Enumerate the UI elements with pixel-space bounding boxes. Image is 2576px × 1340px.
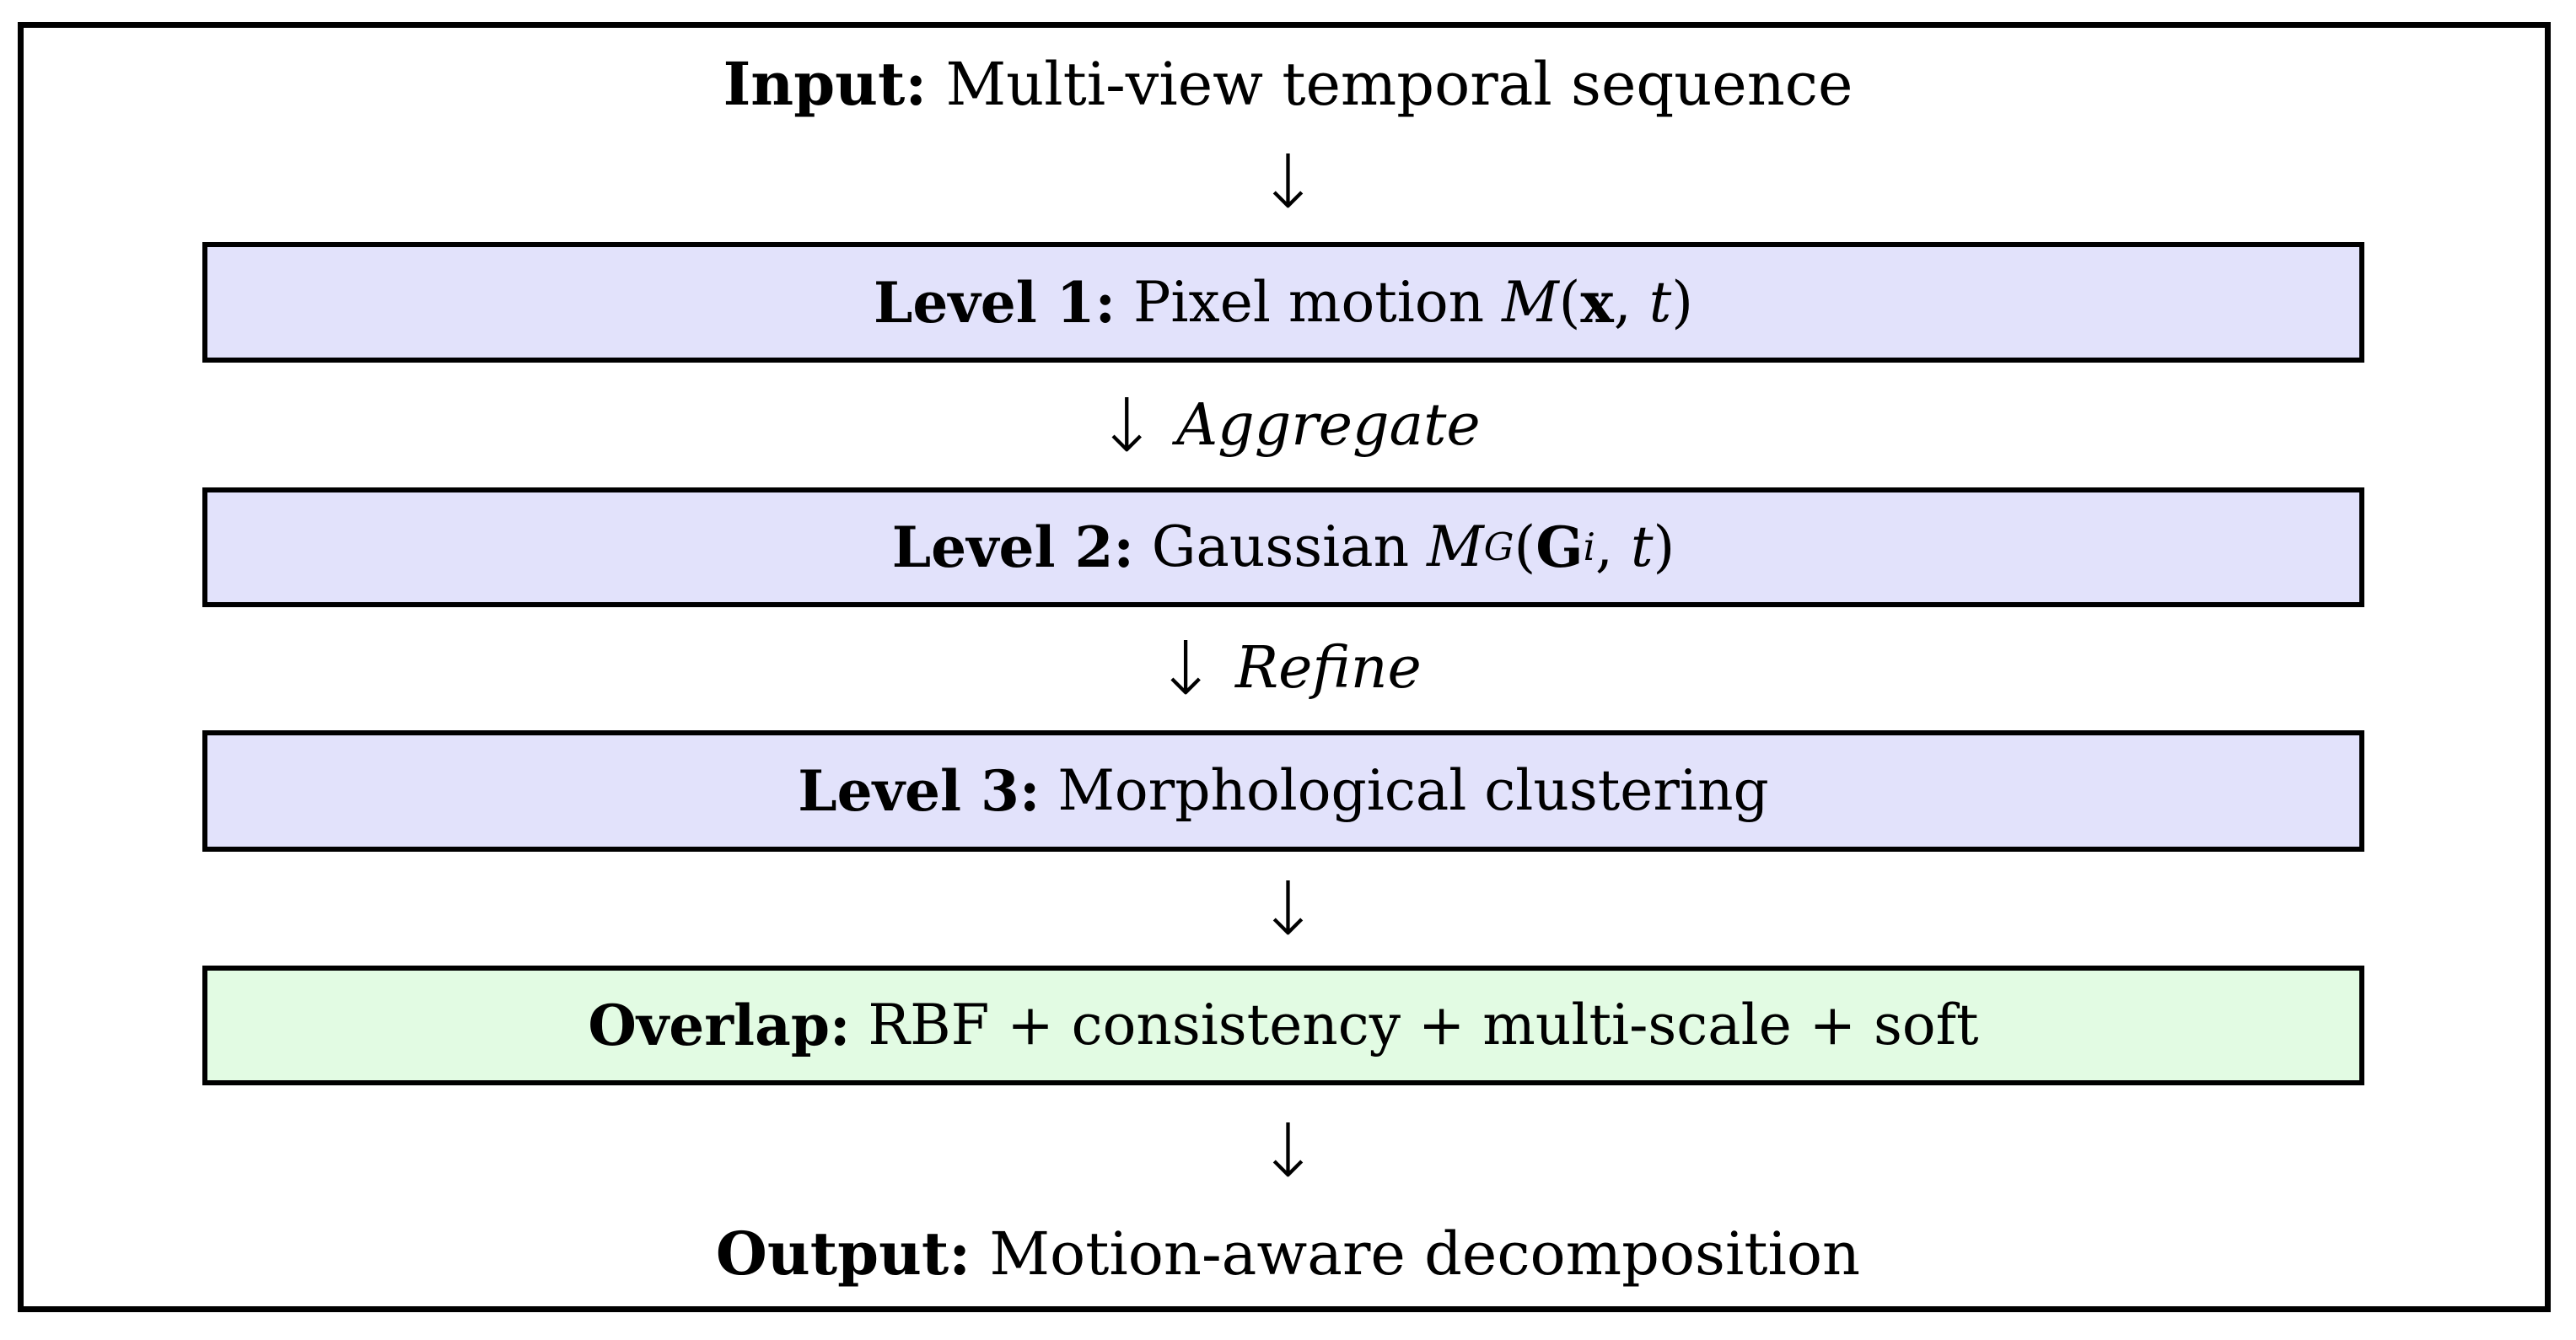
down-arrow-icon: ↓ xyxy=(1256,865,1320,952)
arrow-overlap-to-output: ↓ xyxy=(0,1109,2576,1193)
down-arrow-icon: ↓ xyxy=(1095,382,1159,469)
text-segment: G xyxy=(1535,514,1584,580)
input-label: Input: Multi-view temporal sequence xyxy=(0,42,2576,126)
text-segment: ) xyxy=(1653,514,1675,579)
text-segment: ( xyxy=(1514,514,1536,579)
text-segment: RBF + consistency + multi-scale + soft xyxy=(850,993,1979,1057)
text-segment: x xyxy=(1580,269,1614,336)
diagram-outer-frame xyxy=(18,22,2551,1312)
level3-box: Level 3: Morphological clustering xyxy=(202,730,2364,852)
output-label: Output: Motion-aware decomposition xyxy=(0,1212,2576,1296)
text-segment: t xyxy=(1630,514,1654,579)
text-segment: Level 1: xyxy=(873,269,1116,336)
text-segment: t xyxy=(1648,269,1672,335)
text-segment: M xyxy=(1427,514,1484,579)
text-segment: i xyxy=(1583,524,1595,569)
text-segment: Level 2: xyxy=(891,514,1134,580)
arrow-refine: ↓ Refine xyxy=(0,627,2576,711)
text-segment: Level 3: xyxy=(798,758,1041,824)
text-segment: ( xyxy=(1558,269,1581,335)
text-segment: Motion-aware decomposition xyxy=(971,1219,1861,1289)
down-arrow-icon: ↓ xyxy=(1256,138,1320,225)
text-segment: Morphological clustering xyxy=(1040,758,1769,823)
arrow-input-to-level1: ↓ xyxy=(0,140,2576,224)
text-segment: Pixel motion xyxy=(1116,269,1503,335)
level1-box: Level 1: Pixel motion M(x, t) xyxy=(202,242,2364,363)
arrow-label-refine: Refine xyxy=(1234,635,1422,702)
text-segment: Overlap: xyxy=(588,993,851,1058)
text-segment: , xyxy=(1595,514,1631,579)
text-segment: Gaussian xyxy=(1133,514,1428,579)
overlap-box: Overlap: RBF + consistency + multi-scale… xyxy=(202,966,2364,1085)
arrow-label-aggregate: Aggregate xyxy=(1176,392,1481,459)
arrow-aggregate: ↓ Aggregate xyxy=(0,384,2576,468)
text-segment: ) xyxy=(1671,269,1694,335)
text-segment: , xyxy=(1613,269,1649,335)
text-segment: Multi-view temporal sequence xyxy=(927,50,1853,119)
down-arrow-icon: ↓ xyxy=(1256,1107,1320,1194)
arrow-level3-to-overlap: ↓ xyxy=(0,867,2576,951)
text-segment: Input: xyxy=(723,49,928,119)
text-segment: G xyxy=(1483,524,1514,569)
text-segment: Output: xyxy=(715,1219,971,1289)
down-arrow-icon: ↓ xyxy=(1154,625,1217,712)
text-segment: M xyxy=(1502,269,1559,335)
